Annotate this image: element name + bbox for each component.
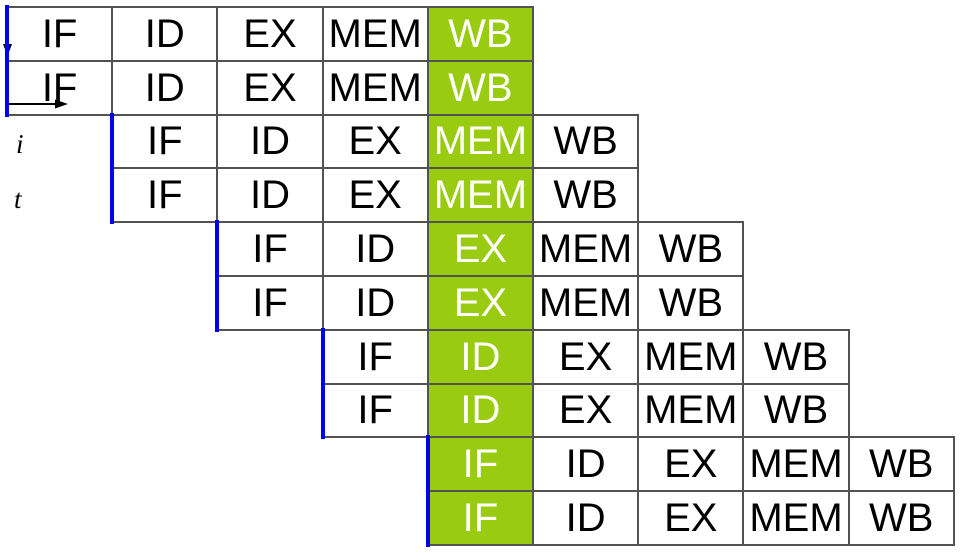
pipeline-cell: MEM	[637, 328, 745, 385]
pipeline-cell: WB	[742, 382, 850, 439]
pipeline-cell: IF	[426, 490, 534, 546]
pipeline-cell: IF	[321, 382, 429, 439]
pipeline-cell: MEM	[637, 382, 745, 439]
pipeline-cell: WB	[742, 328, 850, 385]
pipeline-cell: EX	[532, 328, 640, 385]
pipeline-cell: ID	[216, 113, 324, 170]
pipeline-cell: ID	[111, 59, 219, 116]
pipeline-cell: IF	[6, 6, 114, 62]
pipeline-cell: ID	[111, 6, 219, 62]
instruction-axis-label: i	[16, 129, 24, 159]
pipeline-cell: EX	[426, 221, 534, 277]
pipeline-cell: WB	[532, 113, 640, 170]
pipeline-cell: IF	[321, 328, 429, 385]
pipeline-cell: EX	[426, 275, 534, 331]
pipeline-cell: ID	[321, 275, 429, 331]
pipeline-cell: IF	[111, 167, 219, 224]
pipeline-cell: EX	[216, 59, 324, 116]
pipeline-cell: MEM	[426, 113, 534, 170]
pipeline-cell: ID	[426, 382, 534, 439]
pipeline-cell: MEM	[532, 275, 640, 331]
pipeline-cell: IF	[216, 275, 324, 331]
pipeline-cell: EX	[532, 382, 640, 439]
axis-arrows	[3, 6, 68, 109]
pipeline-cell: MEM	[426, 167, 534, 224]
pipeline-cell: EX	[637, 436, 745, 493]
pipeline-cell: WB	[847, 436, 955, 493]
issue-marker	[320, 327, 325, 440]
pipeline-cell: EX	[321, 167, 429, 224]
pipeline-cell: ID	[532, 436, 640, 493]
pipeline-cell: WB	[426, 59, 534, 116]
pipeline-cell: MEM	[321, 59, 429, 116]
pipeline-cell: WB	[637, 221, 745, 277]
pipeline-cell: ID	[532, 490, 640, 546]
pipeline-cell: WB	[426, 6, 534, 62]
pipeline-cell: WB	[637, 275, 745, 331]
pipeline-cell: WB	[532, 167, 640, 224]
pipeline-cell: IF	[216, 221, 324, 277]
pipeline-cell: ID	[321, 221, 429, 277]
pipeline-cell: IF	[111, 113, 219, 170]
pipeline-cell: WB	[847, 490, 955, 546]
issue-marker	[425, 435, 430, 547]
pipeline-cell: ID	[216, 167, 324, 224]
pipeline-cell: EX	[216, 6, 324, 62]
pipeline-cell: MEM	[532, 221, 640, 277]
pipeline-cell: MEM	[742, 490, 850, 546]
issue-marker	[110, 112, 115, 225]
pipeline-cell: MEM	[321, 6, 429, 62]
issue-marker	[5, 5, 9, 117]
right-arrow-icon	[7, 99, 68, 109]
time-axis-label: t	[14, 184, 22, 214]
pipeline-cell: ID	[426, 328, 534, 385]
pipeline-cell: IF	[426, 436, 534, 493]
pipeline-cell: EX	[321, 113, 429, 170]
pipeline-cell: EX	[637, 490, 745, 546]
issue-marker	[215, 220, 220, 332]
pipeline-cell: MEM	[742, 436, 850, 493]
